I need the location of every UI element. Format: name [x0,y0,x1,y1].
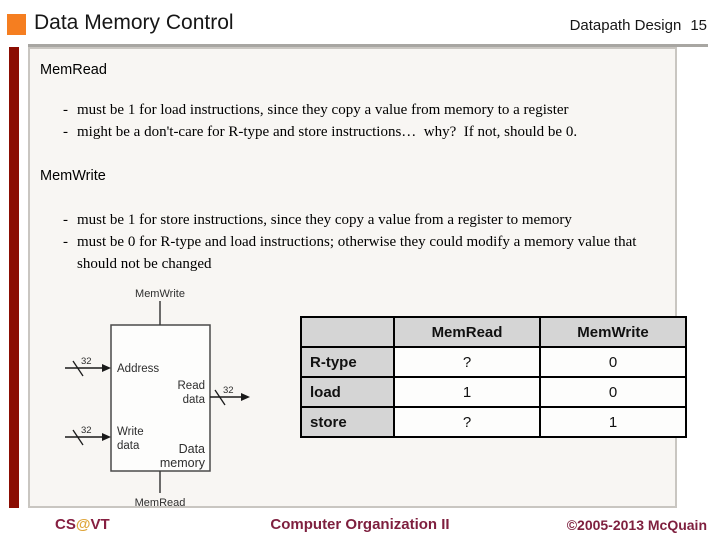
bullet-text: must be 1 for load instructions, since t… [77,102,569,118]
cell-value: ? [393,406,541,438]
footer-vt: VT [90,516,110,533]
write-data-bus-width: 32 [81,425,92,436]
bullet-dash: - [63,212,68,228]
bullet-dash: - [63,124,68,140]
table-row: R-type ? 0 [300,346,687,378]
diagram-memread-label: MemRead [135,497,186,509]
list-item: - must be 1 for load instructions, since… [63,99,663,121]
footer-copyright: ©2005-2013 McQuain [566,517,707,533]
list-item: - might be a don't-care for R-type and s… [63,121,663,143]
table-header-row: MemRead MemWrite [300,316,687,348]
bullet-text: must be 1 for store instructions, since … [77,212,572,228]
write-data-bus-slash [72,429,84,446]
cell-value: 0 [539,376,687,408]
corner-cell [300,316,395,348]
footer-cs: CS [55,516,76,533]
row-label: load [300,376,395,408]
header-right: Datapath Design 15 [570,17,707,34]
list-item: - must be 1 for store instructions, sinc… [63,209,663,231]
section-heading-memread: MemRead [40,62,107,78]
address-arrowhead [102,364,111,372]
page-number: 15 [690,17,707,34]
cell-value: ? [393,346,541,378]
read-data-arrowhead [241,393,250,401]
cell-value: 1 [539,406,687,438]
box-name-line1: Data [179,442,205,456]
footer-at: @ [75,516,91,533]
box-name-line2: memory [160,456,206,470]
row-label: R-type [300,346,395,378]
table-row: store ? 1 [300,406,687,438]
cell-value: 0 [539,346,687,378]
control-signal-table: MemRead MemWrite R-type ? 0 load 1 0 sto… [300,316,687,438]
memread-bullet-list: - must be 1 for load instructions, since… [63,99,663,143]
bullet-text: must be 0 for R-type and load instructio… [77,234,641,272]
bullet-dash: - [63,102,68,118]
title-bullet-square [7,14,26,35]
data-memory-box [110,324,211,472]
footer-logo-csvt: CS@VT [55,516,110,533]
section-heading-memwrite: MemWrite [40,168,106,184]
title-rule [28,44,708,47]
address-port-label: Address [117,363,159,375]
column-header-memread: MemRead [393,316,541,348]
row-label: store [300,406,395,438]
read-data-label-line1: Read [178,380,206,392]
table-row: load 1 0 [300,376,687,408]
cell-value: 1 [393,376,541,408]
column-header-memwrite: MemWrite [539,316,687,348]
list-item: - must be 0 for R-type and load instruct… [63,231,663,275]
page-title: Data Memory Control [34,11,234,34]
address-bus-slash [72,360,84,377]
data-memory-diagram: MemWrite MemRead 32 Address Read data 32… [65,288,250,509]
write-data-label-line2: data [117,440,140,452]
footer-course-title: Computer Organization II [270,516,450,533]
address-bus-width: 32 [81,356,92,367]
write-data-arrowhead [102,433,111,441]
bullet-dash: - [63,234,68,250]
read-data-bus-width: 32 [223,385,234,396]
course-label: Datapath Design [569,17,682,34]
bullet-text: might be a don't-care for R-type and sto… [77,124,578,140]
read-data-label-line2: data [183,394,206,406]
memwrite-bullet-list: - must be 1 for store instructions, sinc… [63,209,663,275]
left-accent-bar [9,47,19,508]
diagram-memwrite-label: MemWrite [135,288,185,300]
read-data-bus-slash [214,389,226,406]
write-data-label-line1: Write [117,426,144,438]
